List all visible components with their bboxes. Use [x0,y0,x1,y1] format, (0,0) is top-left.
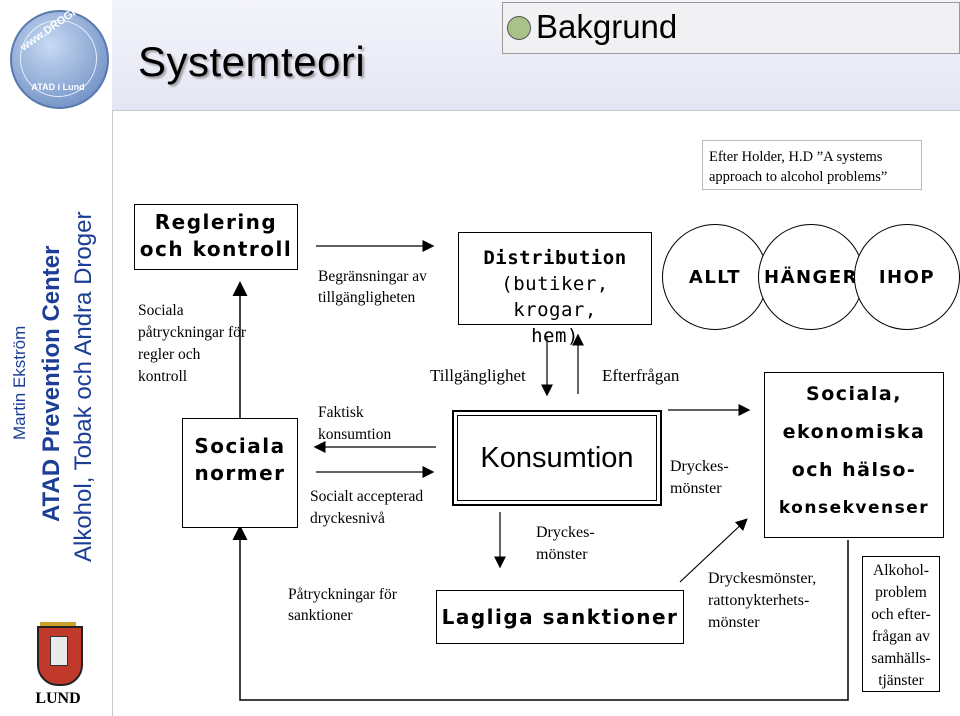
reglering-label: Reglering och kontroll [139,210,293,261]
dryckesmonster-mid-line2: mönster [536,546,588,563]
alkohol-line2: problem [875,584,927,601]
konsekvenser-box[interactable]: Sociala, ekonomiska och hälso- konsekven… [764,372,944,538]
coat-of-arms-tower [50,636,68,666]
distribution-box[interactable]: Distribution (butiker, krogar, hem) [458,232,652,347]
tillganglighet-label: Tillgänglighet [430,366,526,385]
efterfragan-label: Efterfrågan [602,366,680,385]
ihop-circle: IHOP [854,224,960,330]
alkohol-line4: frågan av [871,628,931,645]
logo-subtext: ATAD i Lund [31,82,85,92]
reglering-box[interactable]: Reglering och kontroll [134,204,298,270]
konsekvenser-line2: ekonomiska [782,421,926,443]
faktisk-note: Faktisk konsumtion [318,404,392,443]
dryckesmonster-mid-line1: Dryckes- [536,524,595,541]
konsumtion-inner-box: Konsumtion [457,415,657,501]
dryckesmonster-right-note: Dryckes- mönster [670,456,729,500]
distribution-line3: hem) [531,325,579,347]
konsekvenser-line3: och hälso- [791,459,917,481]
source-citation: Efter Holder, H.D ”A systems approach to… [702,140,922,190]
dryckesmonster-ratt-line2: rattonykterhets- [708,592,810,609]
sociala-normer-box[interactable]: Sociala normer [182,418,298,528]
lagliga-sanktioner-box[interactable]: Lagliga sanktioner [436,590,684,644]
alkohol-line3: och efter- [871,606,931,623]
allt-circle: ALLT [662,224,768,330]
dryckesmonster-ratt-line1: Dryckesmönster, [708,570,817,587]
page-title: Systemteori [138,38,366,85]
konsumtion-label: Konsumtion [480,441,634,474]
footer-logo-text: LUND [35,690,81,707]
ihop-label: IHOP [878,266,936,288]
sidebar [0,0,113,716]
lagliga-sanktioner-label: Lagliga sanktioner [441,605,679,629]
konsumtion-outer-box[interactable] [452,410,662,506]
alkohol-line1: Alkohol- [873,562,929,579]
alkohol-line5: samhälls- [871,650,931,667]
socialt-accepterad-note: Socialt accepterad dryckesnivå [310,488,424,527]
dryckesmonster-right-line2: mönster [670,480,722,497]
section-banner [502,2,960,54]
section-bullet-icon [507,16,531,40]
sociala-paatryck-note: Sociala påtryckningar för regler och kon… [138,302,247,385]
dryckesmonster-mid-note: Dryckes- mönster [536,522,595,566]
dryckesmonster-ratt-line3: mönster [708,614,760,631]
logo-ring [20,20,97,97]
distribution-line1: Distribution [483,247,627,269]
konsekvenser-line4: konsekvenser [778,498,930,518]
hanger-circle: HÄNGER [758,224,864,330]
section-label: Bakgrund [536,8,678,45]
distribution-line2: (butiker, krogar, [501,273,609,321]
hanger-label: HÄNGER [764,266,858,288]
dryckesmonster-right-line1: Dryckes- [670,458,729,475]
begransningar-note: Begränsningar av tillgängligheten [318,268,427,306]
allt-label: ALLT [688,266,742,288]
konsekvenser-line1: Sociala, [806,383,902,405]
alkohol-line6: tjänster [878,672,924,689]
paatryck-sanktioner-note: Påtryckningar för sanktioner [288,586,397,624]
alkoholproblem-box[interactable]: Alkohol- problem och efter- frågan av sa… [862,556,940,692]
dryckesmonster-ratt-note: Dryckesmönster, rattonykterhets- mönster [708,568,816,634]
sociala-normer-label: Sociala normer [194,434,286,485]
